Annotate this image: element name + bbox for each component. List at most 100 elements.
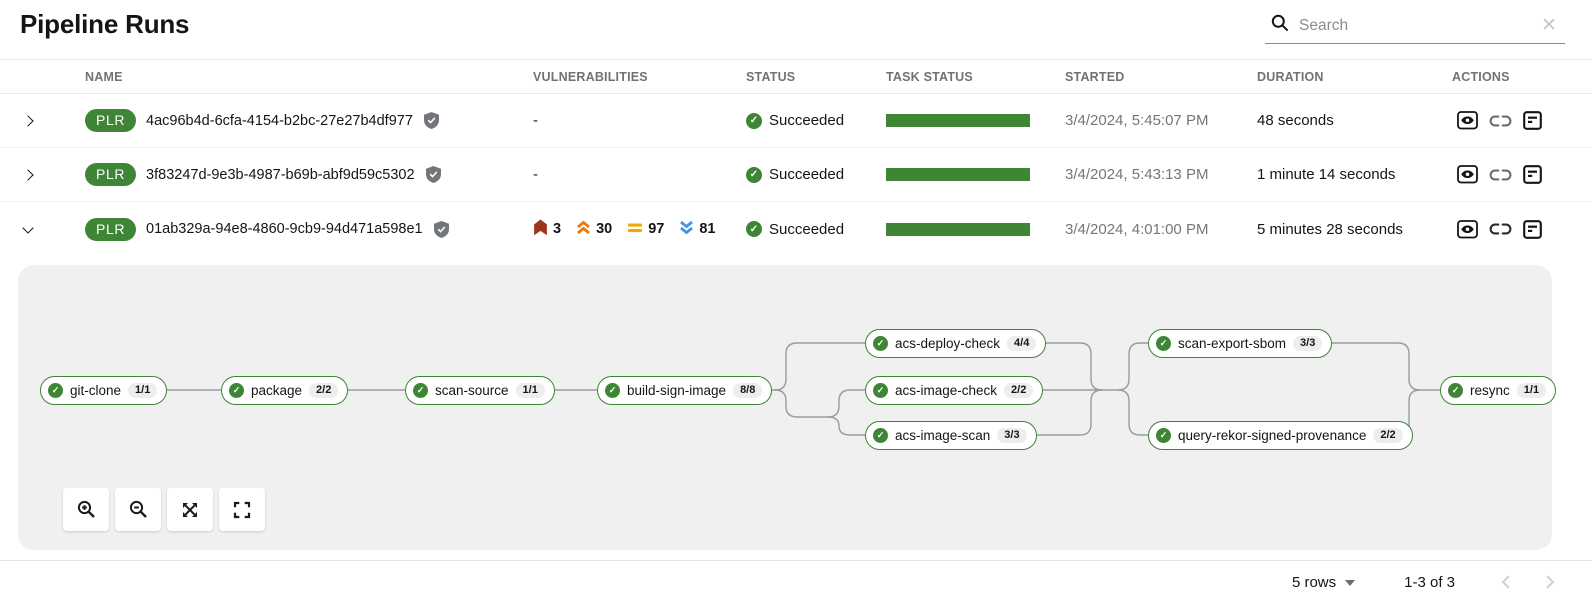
view-details-icon[interactable]: [1457, 111, 1478, 130]
task-status-bar: [886, 168, 1030, 181]
task-step-count: 2/2: [1373, 428, 1403, 443]
link-icon[interactable]: [1489, 169, 1512, 181]
table-row: PLR 01ab329a-94e8-4860-9cb9-94d471a598e1…: [0, 202, 1592, 256]
header-vulnerabilities: VULNERABILITIES: [533, 69, 648, 84]
high-vulnerabilities: 30: [576, 220, 612, 239]
medium-severity-icon: [627, 221, 643, 237]
duration-value: 5 minutes 28 seconds: [1257, 220, 1403, 238]
chevron-right-icon: [22, 168, 34, 181]
critical-severity-icon: [533, 219, 548, 240]
success-check-icon: ✓: [746, 221, 762, 237]
task-node-package[interactable]: ✓ package 2/2: [221, 376, 349, 405]
status-cell: ✓ Succeeded: [746, 166, 886, 183]
search-box[interactable]: ✕: [1265, 8, 1565, 44]
vulnerabilities-cell: -: [533, 166, 538, 183]
vulnerabilities-cell: -: [533, 112, 538, 129]
task-success-icon: ✓: [413, 383, 428, 398]
high-severity-icon: [576, 220, 591, 239]
logs-icon[interactable]: [1523, 111, 1542, 130]
started-timestamp: 3/4/2024, 5:43:13 PM: [1065, 166, 1209, 183]
task-node-scan-export-sbom[interactable]: ✓ scan-export-sbom 3/3: [1148, 329, 1333, 358]
task-node-acs-image-scan[interactable]: ✓ acs-image-scan 3/3: [865, 421, 1037, 450]
task-node-query-rekor-signed-provenance[interactable]: ✓ query-rekor-signed-provenance 2/2: [1148, 421, 1413, 450]
task-status-bar: [886, 114, 1030, 127]
task-success-icon: ✓: [1156, 428, 1171, 443]
task-step-count: 3/3: [1293, 336, 1323, 351]
task-success-icon: ✓: [605, 383, 620, 398]
pagination-range: 1-3 of 3: [1404, 573, 1455, 591]
actions-cell: [1452, 165, 1592, 184]
task-node-acs-deploy-check[interactable]: ✓ acs-deploy-check 4/4: [865, 329, 1047, 358]
view-details-icon[interactable]: [1457, 165, 1478, 184]
plr-badge: PLR: [85, 217, 137, 241]
table-footer: 5 rows 1-3 of 3: [0, 560, 1592, 603]
pipeline-run-name-link[interactable]: 01ab329a-94e8-4860-9cb9-94d471a598e1: [146, 221, 423, 237]
header-duration: DURATION: [1257, 69, 1324, 84]
task-step-count: 1/1: [1516, 383, 1547, 398]
task-success-icon: ✓: [1448, 383, 1463, 398]
status-label: Succeeded: [769, 220, 845, 238]
fit-to-screen-button[interactable]: [167, 488, 213, 531]
pipeline-run-name-link[interactable]: 3f83247d-9e3b-4987-b69b-abf9d59c5302: [146, 166, 415, 183]
signed-shield-icon: [425, 166, 441, 183]
pipeline-graph-panel[interactable]: ✓ git-clone 1/1 ✓ package 2/2 ✓ scan-sou…: [18, 265, 1557, 550]
search-input[interactable]: [1299, 16, 1528, 35]
task-step-count: 4/4: [1007, 336, 1037, 351]
table-header-row: NAME VULNERABILITIES STATUS TASK STATUS …: [0, 59, 1592, 94]
reset-view-button[interactable]: [219, 488, 265, 531]
header-name: NAME: [85, 69, 123, 84]
task-node-scan-source[interactable]: ✓ scan-source 1/1: [405, 376, 555, 405]
task-node-git-clone[interactable]: ✓ git-clone 1/1: [40, 376, 168, 405]
task-step-count: 2/2: [1004, 383, 1034, 398]
task-step-count: 2/2: [309, 383, 339, 398]
expanded-pipeline-visualization: ✓ git-clone 1/1 ✓ package 2/2 ✓ scan-sou…: [0, 256, 1592, 550]
status-label: Succeeded: [769, 166, 845, 183]
task-success-icon: ✓: [229, 383, 244, 398]
task-node-acs-image-check[interactable]: ✓ acs-image-check 2/2: [865, 376, 1044, 405]
started-timestamp: 3/4/2024, 5:45:07 PM: [1065, 112, 1209, 129]
logs-icon[interactable]: [1523, 219, 1542, 239]
header-started: STARTED: [1065, 69, 1125, 84]
view-details-icon[interactable]: [1457, 219, 1478, 239]
header-task-status: TASK STATUS: [886, 69, 973, 84]
task-step-count: 1/1: [128, 383, 158, 398]
row-expand-toggle[interactable]: [0, 114, 85, 127]
task-success-icon: ✓: [873, 428, 888, 443]
header-status: STATUS: [746, 69, 796, 84]
previous-page-button[interactable]: [1498, 572, 1514, 592]
plr-badge: PLR: [85, 163, 137, 186]
task-node-resync[interactable]: ✓ resync 1/1: [1440, 376, 1557, 405]
top-bar: Pipeline Runs ✕: [0, 0, 1592, 59]
success-check-icon: ✓: [746, 112, 762, 129]
status-cell: ✓ Succeeded: [746, 221, 886, 238]
task-step-count: 8/8: [733, 383, 763, 398]
link-icon[interactable]: [1489, 223, 1512, 235]
low-vulnerabilities: 81: [679, 220, 716, 239]
zoom-in-button[interactable]: [63, 488, 109, 531]
logs-icon[interactable]: [1523, 165, 1542, 184]
actions-cell: [1452, 111, 1592, 130]
chevron-right-icon: [22, 114, 34, 127]
search-icon: [1271, 14, 1289, 37]
actions-cell: [1452, 219, 1592, 239]
task-success-icon: ✓: [873, 336, 888, 351]
rows-per-page-dropdown[interactable]: 5 rows: [1292, 574, 1356, 591]
task-node-build-sign-image[interactable]: ✓ build-sign-image 8/8: [597, 376, 773, 405]
signed-shield-icon: [423, 112, 439, 129]
row-expand-toggle[interactable]: [0, 168, 85, 181]
task-success-icon: ✓: [1156, 336, 1171, 351]
graph-controls-toolbar: [63, 488, 265, 531]
low-severity-icon: [679, 220, 694, 239]
next-page-button[interactable]: [1542, 572, 1558, 592]
link-icon[interactable]: [1489, 115, 1512, 127]
row-expand-toggle[interactable]: [0, 221, 85, 234]
chevron-down-icon: [22, 221, 34, 234]
table-row: PLR 4ac96b4d-6cfa-4154-b2bc-27e27b4df977…: [0, 94, 1592, 148]
duration-value: 1 minute 14 seconds: [1257, 166, 1396, 183]
clear-search-icon[interactable]: ✕: [1541, 15, 1557, 36]
pipeline-run-name-link[interactable]: 4ac96b4d-6cfa-4154-b2bc-27e27b4df977: [146, 112, 413, 129]
zoom-out-button[interactable]: [115, 488, 161, 531]
page-title: Pipeline Runs: [20, 9, 190, 39]
critical-vulnerabilities: 3: [533, 219, 561, 240]
task-step-count: 1/1: [515, 383, 545, 398]
